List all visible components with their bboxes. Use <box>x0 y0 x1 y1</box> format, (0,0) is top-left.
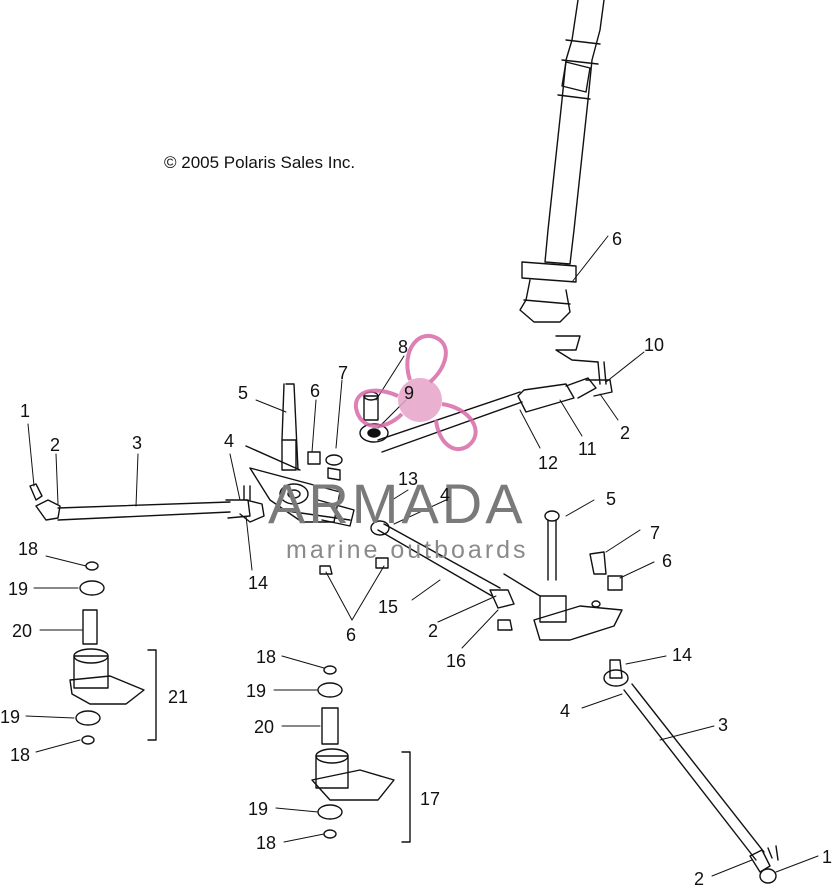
callout-6: 6 <box>346 625 357 645</box>
callout-4: 4 <box>224 431 235 451</box>
watermark-propeller-logo <box>353 333 478 451</box>
callout-18: 18 <box>256 647 277 667</box>
callout-14: 14 <box>248 573 269 593</box>
middle-drag-link <box>319 520 515 631</box>
callout-20: 20 <box>254 717 275 737</box>
upper-right-tie-rod <box>359 361 613 453</box>
left-bracket-assembly <box>69 561 157 745</box>
callout-3: 3 <box>718 715 729 735</box>
callout-18: 18 <box>10 745 31 765</box>
callout-19: 19 <box>0 707 21 727</box>
center-bellcrank <box>245 383 355 527</box>
callout-20: 20 <box>12 621 33 641</box>
callout-15: 15 <box>378 597 399 617</box>
callout-2: 2 <box>428 621 439 641</box>
callout-19: 19 <box>248 799 269 819</box>
lower-right-tie-rod <box>603 659 779 884</box>
callout-4: 4 <box>560 701 571 721</box>
center-hardware <box>307 391 379 465</box>
callout-18: 18 <box>256 833 277 853</box>
callout-16: 16 <box>446 651 467 671</box>
callout-6: 6 <box>310 381 321 401</box>
callout-2: 2 <box>620 423 631 443</box>
watermark-subtitle: marine outboards <box>286 536 529 564</box>
left-tie-rod <box>29 483 265 523</box>
callout-4: 4 <box>440 485 451 505</box>
callout-5: 5 <box>606 489 617 509</box>
callout-17: 17 <box>420 789 441 809</box>
copyright-text: © 2005 Polaris Sales Inc. <box>164 153 356 172</box>
callout-1: 1 <box>822 847 833 867</box>
callout-1: 1 <box>20 401 31 421</box>
callout-7: 7 <box>338 363 349 383</box>
steering-column <box>519 0 605 363</box>
callout-19: 19 <box>8 579 29 599</box>
leader-lines <box>25 235 819 877</box>
callout-7: 7 <box>650 523 661 543</box>
center-bracket-assembly <box>311 665 411 843</box>
callout-10: 10 <box>644 335 665 355</box>
callout-18: 18 <box>18 539 39 559</box>
callout-5: 5 <box>238 383 249 403</box>
callout-8: 8 <box>398 337 409 357</box>
callout-21: 21 <box>168 687 189 707</box>
callout-12: 12 <box>538 453 559 473</box>
watermark-title: ARMADA <box>268 472 526 535</box>
callout-3: 3 <box>132 433 143 453</box>
callout-19: 19 <box>246 681 267 701</box>
callout-2: 2 <box>50 435 61 455</box>
callout-13: 13 <box>398 469 419 489</box>
right-bellcrank <box>503 510 623 641</box>
callout-2: 2 <box>694 869 705 889</box>
callout-6: 6 <box>662 551 673 571</box>
callout-14: 14 <box>672 645 693 665</box>
callout-9: 9 <box>404 383 415 403</box>
callout-6: 6 <box>612 229 623 249</box>
callout-11: 11 <box>578 439 597 459</box>
